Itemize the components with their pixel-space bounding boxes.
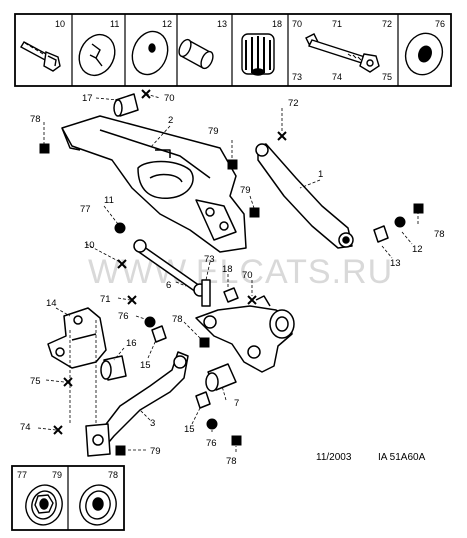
box-77-number: 77 <box>17 470 27 480</box>
box-70-number: 70 <box>292 19 302 29</box>
box-11-number: 11 <box>110 19 119 29</box>
callout-79b: 79 <box>240 185 251 196</box>
callout-70b: 70 <box>242 270 253 281</box>
callout-15b: 15 <box>184 424 195 435</box>
callout-75: 75 <box>30 376 41 387</box>
callout-78d: 78 <box>226 456 237 467</box>
washer-76a-marker <box>144 316 156 328</box>
washer-12-marker <box>394 216 406 228</box>
nut-icon <box>79 484 117 526</box>
callout-76b: 76 <box>206 438 217 449</box>
box-10-number: 10 <box>55 19 65 29</box>
bushing-part <box>113 93 139 117</box>
bush-7-part <box>205 363 237 392</box>
callout-78c: 78 <box>172 314 183 325</box>
clip-washer-icon <box>78 33 116 77</box>
bushing-icon <box>178 38 214 70</box>
nut-79c-marker <box>115 445 126 456</box>
bracket-part <box>47 307 107 369</box>
callout-16: 16 <box>126 338 137 349</box>
callout-17: 17 <box>82 93 93 104</box>
callout-14: 14 <box>46 298 57 309</box>
nut-78a-marker <box>39 143 50 154</box>
callout-15a: 15 <box>140 360 151 371</box>
watermark: WWW.ELCATS.RU <box>88 253 393 291</box>
callout-7: 7 <box>234 398 239 409</box>
lock-washer-icon <box>404 32 444 76</box>
assembly-drawing <box>47 93 389 457</box>
callout-1: 1 <box>318 169 323 180</box>
footer-code: IA 51A60A <box>378 452 426 463</box>
box-75-number: 75 <box>382 72 392 82</box>
bush-16-part <box>100 355 127 381</box>
washer-76b-marker <box>206 418 218 430</box>
bolt-nut-set-icon <box>305 33 380 73</box>
callout-78b: 78 <box>434 229 445 240</box>
box-79-number: 79 <box>52 470 62 480</box>
washer-icon <box>131 30 169 76</box>
bolt-73-part <box>201 279 211 307</box>
callout-72: 72 <box>288 98 299 109</box>
upper-arm-part <box>255 143 354 249</box>
bolt-icon <box>20 41 61 72</box>
callouts: 17 70 2 72 78 79 1 79 77 11 10 78 12 13 … <box>20 93 445 467</box>
nut-78b-marker <box>413 203 424 214</box>
bottom-parts-strip <box>11 465 125 531</box>
callout-11: 11 <box>104 195 114 206</box>
washer-11-marker <box>114 222 126 234</box>
crossmember-part <box>61 115 247 253</box>
nut-78c-marker <box>199 337 210 348</box>
box-18-number: 18 <box>272 19 282 29</box>
callout-70a: 70 <box>164 93 175 104</box>
bolt-cross-markers <box>53 89 287 435</box>
nut-79b-marker <box>249 207 260 218</box>
bush-15b-part <box>195 391 211 409</box>
top-parts-strip <box>14 13 452 87</box>
rubber-bush-18-part <box>223 287 239 303</box>
callout-78a: 78 <box>30 114 41 125</box>
callout-76a: 76 <box>118 311 129 322</box>
box-73-number: 73 <box>292 72 302 82</box>
nut-78d-marker <box>231 435 242 446</box>
link-rod-part <box>133 239 207 297</box>
callout-12: 12 <box>412 244 423 255</box>
callout-2: 2 <box>168 115 173 126</box>
hub-carrier-part <box>195 295 295 373</box>
box-71-number: 71 <box>332 19 342 29</box>
footer-date: 11/2003 <box>316 452 352 463</box>
callout-3: 3 <box>150 418 155 429</box>
box-76-number: 76 <box>435 19 445 29</box>
callout-79a: 79 <box>208 126 219 137</box>
callout-18: 18 <box>222 264 233 275</box>
callout-13: 13 <box>390 258 401 269</box>
box-13-number: 13 <box>217 19 227 29</box>
lower-arm-part <box>85 351 189 457</box>
callout-79c: 79 <box>150 446 161 457</box>
box-74-number: 74 <box>332 72 342 82</box>
callout-74: 74 <box>20 422 31 433</box>
leader-lines <box>37 93 419 452</box>
callout-73: 73 <box>204 254 215 265</box>
rubber-bush-icon <box>241 33 275 76</box>
box-72-number: 72 <box>382 19 392 29</box>
callout-6: 6 <box>166 280 171 291</box>
callout-71: 71 <box>100 294 111 305</box>
nut-washer-icon <box>25 484 63 526</box>
callout-77: 77 <box>80 204 91 215</box>
box-78-number: 78 <box>108 470 118 480</box>
bush-15a-part <box>151 325 167 343</box>
box-12-number: 12 <box>162 19 172 29</box>
callout-10: 10 <box>84 240 95 251</box>
bush-13-part <box>373 225 389 243</box>
nut-79a-marker <box>227 159 238 170</box>
